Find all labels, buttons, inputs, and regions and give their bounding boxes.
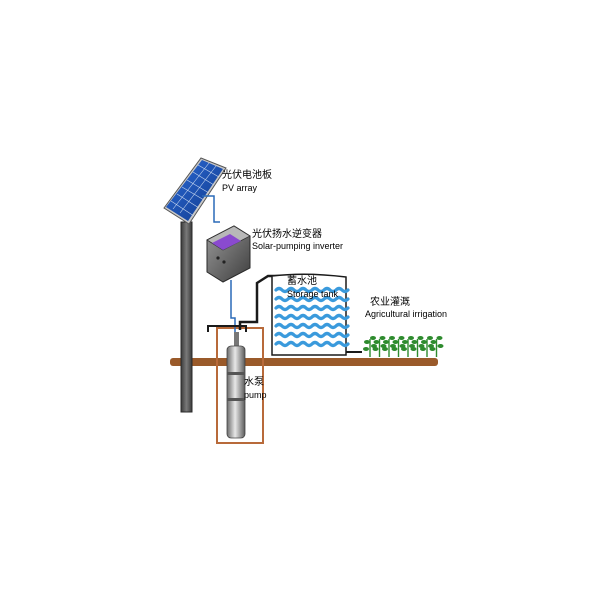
plant (410, 336, 425, 357)
irrigation-label-zh: 农业灌溉 (370, 295, 410, 308)
solar-pumping-inverter (206, 225, 251, 283)
ground-bar (170, 358, 438, 366)
irrigation-label-en: Agricultural irrigation (365, 309, 447, 319)
pv-array-label-zh: 光伏电池板 (222, 168, 272, 181)
water-wave (274, 295, 350, 303)
well-cap (207, 325, 247, 332)
plant (363, 336, 377, 357)
storage-tank (271, 273, 350, 356)
solar-pole (180, 221, 193, 413)
water-wave (274, 322, 350, 330)
irrigation-plants (363, 336, 444, 357)
pv-cable (202, 195, 220, 223)
submersible-pump (226, 332, 246, 439)
plant (391, 336, 406, 357)
tank-water-waves (274, 286, 350, 348)
plant (372, 336, 387, 357)
water-wave (274, 286, 350, 294)
pump-label-en: pump (244, 390, 267, 400)
water-wave (274, 304, 350, 312)
plant (429, 336, 444, 357)
water-wave (274, 313, 350, 321)
inverter-label-en: Solar-pumping inverter (252, 241, 343, 251)
pv-array-label-en: PV array (222, 183, 258, 193)
plant (401, 336, 415, 357)
water-wave (274, 340, 350, 348)
storage-tank-label-zh: 蓄水池 (287, 274, 317, 287)
storage-tank-label-en: Storage tank (287, 289, 339, 299)
pv-array-panel (163, 157, 227, 225)
pump-label-zh: 水泵 (244, 376, 264, 388)
inverter-label-zh: 光伏扬水逆变器 (252, 227, 322, 240)
water-wave (274, 331, 350, 339)
